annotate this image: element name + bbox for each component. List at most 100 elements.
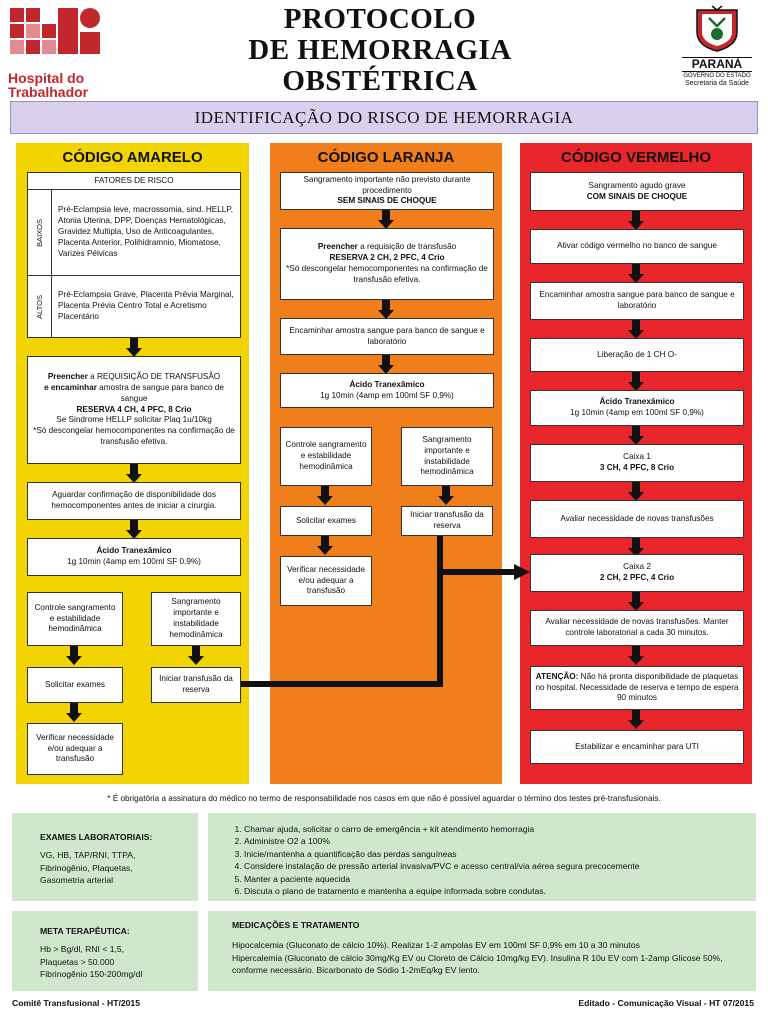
arrow-down-icon <box>628 372 644 392</box>
vermelho-send-box: Encaminhar amostra sangue para banco de … <box>530 282 744 320</box>
arrow-down-icon <box>378 210 394 230</box>
labs-line: Fibrinogênio, Plaquetas, <box>40 862 133 873</box>
laranja-title: CÓDIGO LARANJA <box>317 149 455 166</box>
title-line-3: OBSTÉTRICA <box>282 65 478 97</box>
risk-low-row: BAIXOS Pré-Eclampsia leve, macrossomia, … <box>28 190 240 276</box>
arrow-down-icon <box>317 486 333 506</box>
vermelho-evaluate-maintain-box: Avaliar necessidade de novas transfusões… <box>530 610 744 646</box>
footer-left: Comitê Transfusional - HT/2015 <box>12 998 140 1008</box>
amarelo-verify-box: Verificar necessidade e/ou adequar a tra… <box>27 723 123 775</box>
hospital-name: Hospital do Trabalhador <box>8 70 89 100</box>
parana-logo: PARANÁ GOVERNO DO ESTADO Secretaria da S… <box>676 4 758 96</box>
risk-low-label: BAIXOS <box>28 190 52 275</box>
laranja-acid-box: Ácido Tranexâmico 1g 10min (4amp em 100m… <box>280 373 494 408</box>
arrow-down-icon <box>317 536 333 556</box>
list-item: Inicie/mantenha a quantificação das perd… <box>244 848 756 860</box>
goal-line: Fibrinogênio 150-200mg/dl <box>40 969 143 980</box>
arrow-down-icon <box>126 338 142 358</box>
arrow-down-icon <box>378 355 394 375</box>
goal-line: Plaquetas > 50.000 <box>40 956 115 967</box>
list-item: Considere instalação de pressão arterial… <box>244 860 756 872</box>
subtitle-text: IDENTIFICAÇÃO DO RISCO DE HEMORRAGIA <box>194 108 574 127</box>
risk-high-row: ALTOS Pré-Eclampsia Grave, Placenta Prév… <box>28 276 240 337</box>
arrow-down-icon <box>628 482 644 502</box>
risk-high-label: ALTOS <box>28 276 52 337</box>
laranja-stable-box: Controle sangramento e estabilidade hemo… <box>280 427 372 486</box>
amarelo-acid-box: Ácido Tranexâmico 1g 10min (4amp em 100m… <box>27 538 241 576</box>
arrow-down-icon <box>628 211 644 231</box>
vermelho-acid-box: Ácido Tranexâmico 1g 10min (4amp em 100m… <box>530 390 744 426</box>
risk-header: FATORES DE RISCO <box>28 173 240 190</box>
meds-line: Hipercalemia (Gluconato de cálcio 30mg/K… <box>232 952 723 976</box>
laranja-unstable-box: Sangramento importante e instabilidade h… <box>401 427 493 486</box>
amarelo-unstable-box: Sangramento importante e instabilidade h… <box>151 592 241 646</box>
arrow-down-icon <box>628 592 644 612</box>
labs-line: VG, HB, TAP/RNI, TTPA, <box>40 850 136 861</box>
list-item: Chamar ajuda, solicitar o carro de emerg… <box>244 823 756 835</box>
labs-box: EXAMES LABORATORIAIS: VG, HB, TAP/RNI, T… <box>12 813 198 901</box>
arrow-down-icon <box>188 646 204 666</box>
arrow-down-icon <box>438 486 454 506</box>
laranja-bleed-box: Sangramento importante não previsto dura… <box>280 172 494 210</box>
amarelo-title: CÓDIGO AMARELO <box>62 149 203 166</box>
labs-title: EXAMES LABORATORIAIS: <box>40 832 153 842</box>
vermelho-activate-box: Ativar código vermelho no banco de sangu… <box>530 229 744 264</box>
title-line-1: PROTOCOLO <box>283 3 477 35</box>
amarelo-requisition-box: Preencher a REQUISIÇÃO DE TRANSFUSÃO e e… <box>27 356 241 464</box>
state-name: PARANÁ <box>682 57 752 72</box>
arrow-down-icon <box>628 264 644 284</box>
list-item: Administre O2 a 100% <box>244 835 756 847</box>
vermelho-evaluate-box: Avaliar necessidade de novas transfusões <box>530 500 744 538</box>
amarelo-exams-box: Solicitar exames <box>27 667 123 703</box>
goal-box: META TERAPÊUTICA: Hb > Bg/dl, RNI < 1,5,… <box>12 911 198 991</box>
goal-title: META TERAPÊUTICA: <box>40 926 130 936</box>
list-item: Discuta o plano de tratamento e mantenha… <box>244 885 756 897</box>
vermelho-stabilize-box: Estabilizar e encaminhar para UTI <box>530 730 744 764</box>
vermelho-release-box: Liberação de 1 CH O- <box>530 338 744 372</box>
arrow-down-icon <box>628 646 644 666</box>
arrow-down-icon <box>66 646 82 666</box>
hospital-logo: Hospital do Trabalhador <box>8 8 112 99</box>
subtitle-banner: IDENTIFICAÇÃO DO RISCO DE HEMORRAGIA <box>10 101 758 134</box>
steps-list: Chamar ajuda, solicitar o carro de emerg… <box>232 823 756 898</box>
list-item: Manter a paciente aquecida <box>244 873 756 885</box>
arrow-down-icon <box>628 710 644 730</box>
vermelho-bleed-box: Sangramento agudo grave COM SINAIS DE CH… <box>530 172 744 211</box>
steps-box: Chamar ajuda, solicitar o carro de emerg… <box>208 813 756 901</box>
arrow-down-icon <box>628 320 644 340</box>
risk-factors-table: FATORES DE RISCO BAIXOS Pré-Eclampsia le… <box>27 172 241 338</box>
state-sub2: Secretaria da Saúde <box>685 80 749 87</box>
laranja-fill-box: Preencher a requisição de transfusão RES… <box>280 228 494 300</box>
arrow-down-icon <box>126 520 142 540</box>
footnote: * É obrigatória a assinatura do médico n… <box>107 794 661 803</box>
title-line-2: DE HEMORRAGIA <box>248 34 512 66</box>
arrow-down-icon <box>126 464 142 484</box>
vermelho-title: CÓDIGO VERMELHO <box>560 149 711 166</box>
hospital-logo-icon <box>10 8 100 54</box>
meds-box: MEDICAÇÕES E TRATAMENTO Hipocalcemia (Gl… <box>208 911 756 991</box>
vermelho-attention-box: ATENÇÃO: Não há pronta disponibilidade d… <box>530 666 744 710</box>
state-sub1: GOVERNO DO ESTADO <box>683 73 751 79</box>
laranja-verify-box: Verificar necessidade e/ou adequar a tra… <box>280 556 372 606</box>
footer-right: Editado - Comunicação Visual - HT 07/201… <box>578 998 754 1008</box>
laranja-start-tx-box: Iniciar transfusão da reserva <box>401 506 493 536</box>
goal-line: Hb > Bg/dl, RNI < 1,5, <box>40 944 125 955</box>
parana-coat-of-arms-icon <box>696 5 738 52</box>
risk-high-text: Pré-Eclampsia Grave, Placenta Prévia Mar… <box>58 290 234 321</box>
arrow-down-icon <box>628 426 644 446</box>
vermelho-box1: Caixa 1 3 CH, 4 PFC, 8 Crio <box>530 444 744 482</box>
amarelo-stable-box: Controle sangramento e estabilidade hemo… <box>27 592 123 646</box>
vermelho-box2: Caixa 2 2 CH, 2 PFC, 4 Crio <box>530 554 744 592</box>
meds-title: MEDICAÇÕES E TRATAMENTO <box>232 920 360 930</box>
labs-line: Gasometria arterial <box>40 875 114 886</box>
meds-line: Hipocalcemia (Gluconato de cálcio 10%). … <box>232 940 640 951</box>
arrow-down-icon <box>66 703 82 723</box>
amarelo-start-tx-box: Iniciar transfusão da reserva <box>151 667 241 703</box>
arrow-down-icon <box>628 538 644 558</box>
amarelo-await-box: Aguardar confirmação de disponibilidade … <box>27 482 241 520</box>
risk-low-text: Pré-Eclampsia leve, macrossomia, sind. H… <box>58 205 234 258</box>
arrow-down-icon <box>378 300 394 320</box>
laranja-exams-box: Solicitar exames <box>280 506 372 536</box>
laranja-send-box: Encaminhar amostra sangue para banco de … <box>280 318 494 355</box>
